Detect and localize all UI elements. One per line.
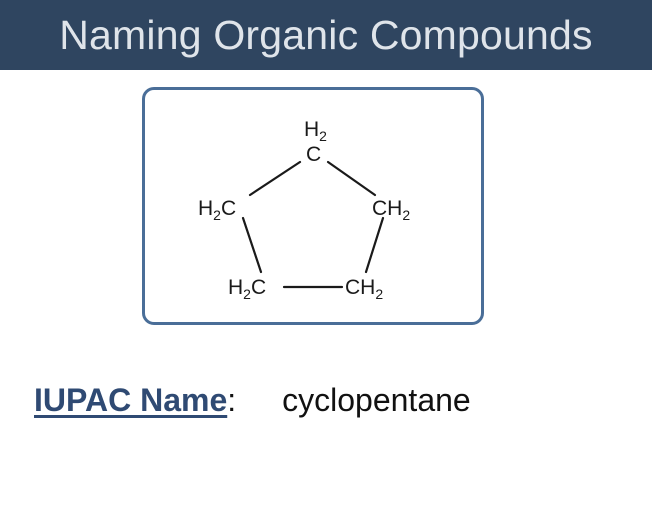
atom-upper-right: CH2 xyxy=(372,197,410,223)
bond-top-upper-right xyxy=(326,160,377,197)
slide-title-bar: Naming Organic Compounds xyxy=(0,0,652,70)
structure-diagram-box: H2 C H2C CH2 H2C CH2 xyxy=(142,87,484,325)
iupac-name-label: IUPAC Name xyxy=(34,382,228,418)
iupac-name-colon: : xyxy=(227,382,237,418)
slide-title: Naming Organic Compounds xyxy=(59,11,593,58)
bond-upper-right-lower-right xyxy=(364,216,385,274)
iupac-name-row: IUPAC Name : cyclopentane xyxy=(34,382,471,426)
atom-lower-left: H2C xyxy=(228,276,266,302)
atom-upper-left: H2C xyxy=(198,197,236,223)
cyclopentane-structure: H2 C H2C CH2 H2C CH2 xyxy=(198,118,410,302)
atom-top-super-h: H2 xyxy=(304,118,327,144)
bond-upper-left-lower-left xyxy=(241,216,263,274)
iupac-name-value: cyclopentane xyxy=(282,382,471,418)
bond-top-upper-left xyxy=(248,160,302,197)
atom-top-c: C xyxy=(306,143,321,166)
atom-lower-right: CH2 xyxy=(345,276,383,302)
